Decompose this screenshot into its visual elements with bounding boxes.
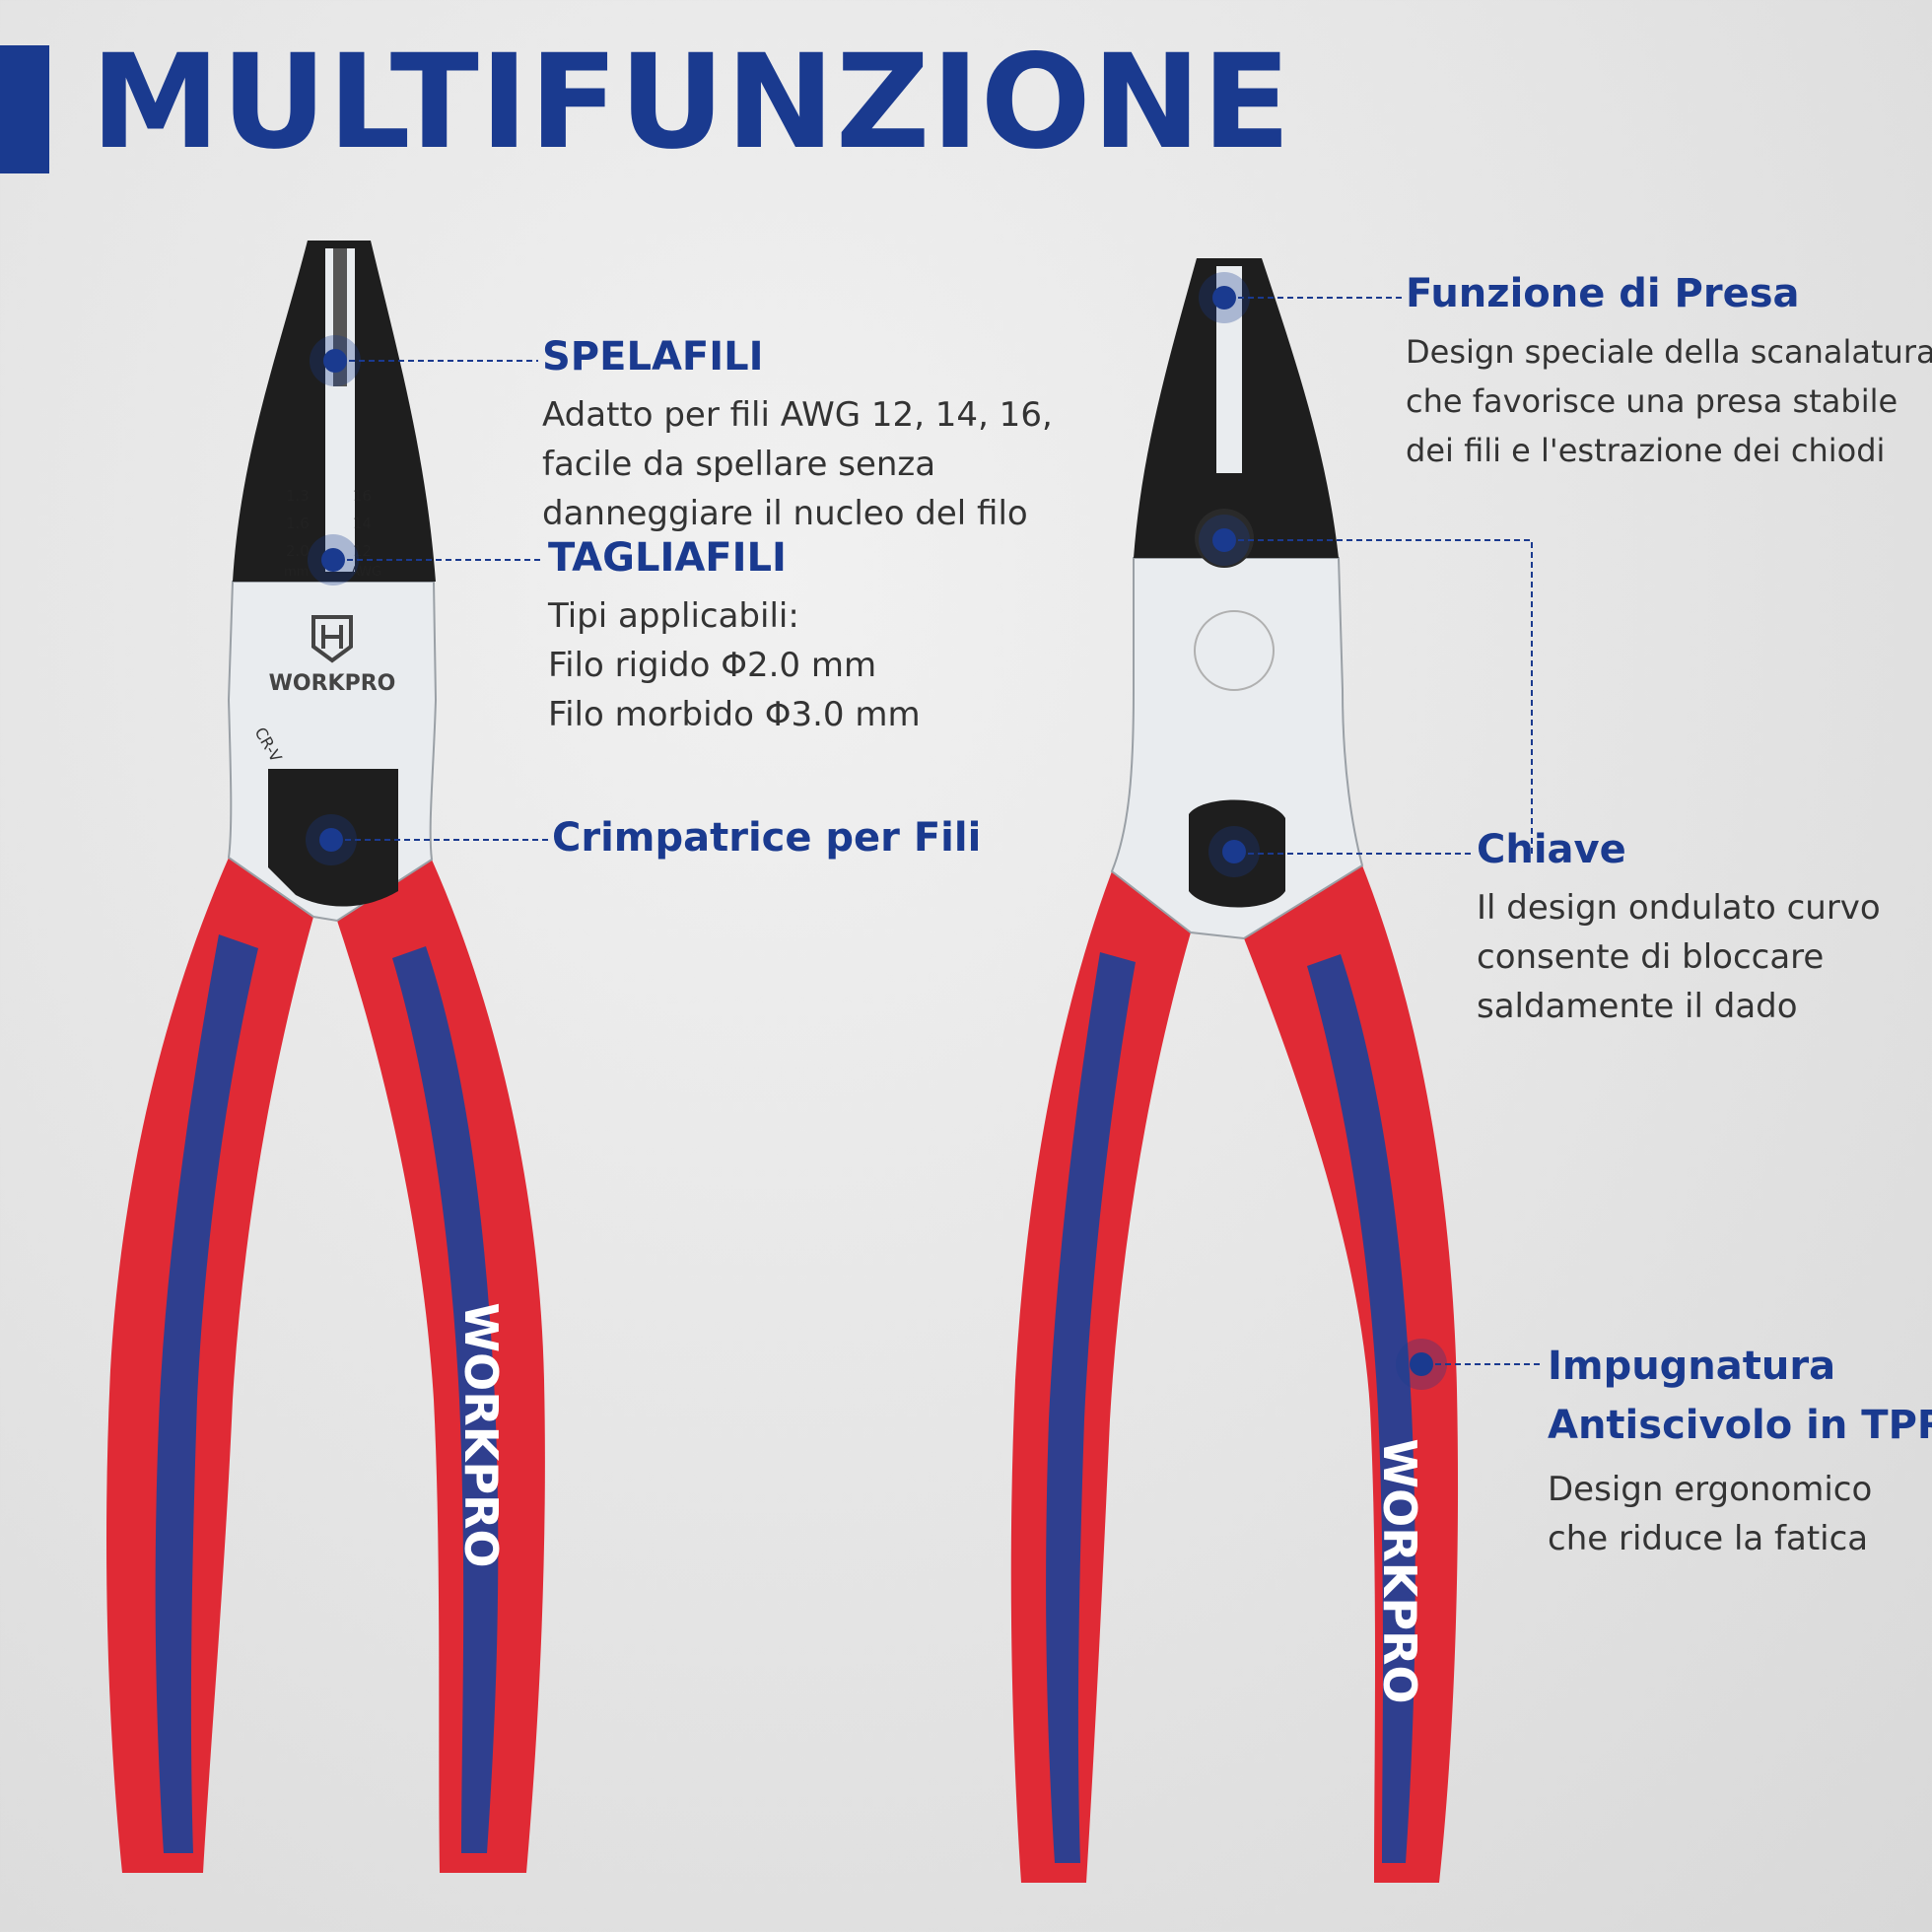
gauge-mm-unit: mm [284, 565, 309, 580]
callout-title-chiave: Chiave [1477, 827, 1626, 872]
marker-impugnatura [1396, 1339, 1544, 1390]
marker-crimpatrice [306, 814, 548, 865]
right-pliers: WORKPRO [1010, 258, 1459, 1883]
callout-title-tagliafili: TAGLIAFILI [548, 535, 787, 581]
callout-text-chiave: Il design ondulato curvo consente di blo… [1477, 888, 1881, 1026]
gauge-mm-3: 2.0 [286, 542, 310, 560]
gauge-awg-3: 12 [353, 542, 372, 560]
marker-chiave [1199, 515, 1533, 877]
workpro-logo-icon [311, 615, 353, 663]
gauge-awg-1: 16 [353, 487, 372, 505]
callout-title-presa: Funzione di Presa [1406, 271, 1800, 316]
left-handle-brand: WORKPRO [454, 1302, 508, 1567]
callout-presa: Funzione di Presa Design speciale della … [1406, 270, 1932, 475]
callout-title-crimpatrice: Crimpatrice per Fili [552, 815, 982, 861]
gauge-awg-unit: AWG [351, 565, 381, 580]
title-accent-bar [0, 45, 49, 173]
marker-presa [1199, 272, 1402, 323]
right-handle-brand: WORKPRO [1373, 1438, 1426, 1703]
callout-spelafili: SPELAFILI Adatto per fili AWG 12, 14, 16… [542, 333, 1053, 538]
right-pliers-steel-body [1110, 557, 1364, 940]
callout-title-spelafili: SPELAFILI [542, 334, 764, 380]
page-title: MULTIFUNZIONE [91, 27, 1292, 178]
callout-markers [306, 272, 1544, 1390]
callout-tagliafili: TAGLIAFILI Tipi applicabili: Filo rigido… [548, 534, 921, 739]
callout-text-presa: Design speciale della scanalatura che fa… [1406, 333, 1932, 469]
marker-tagliafili [308, 534, 544, 586]
callout-crimpatrice: Crimpatrice per Fili [552, 814, 981, 862]
callout-text-impugnatura: Design ergonomico che riduce la fatica [1548, 1470, 1873, 1558]
gauge-mm-1: 1.3 [286, 487, 310, 505]
callout-text-tagliafili: Tipi applicabili: Filo rigido Φ2.0 mm Fi… [548, 596, 921, 734]
gauge-mm-2: 1.6 [286, 515, 310, 532]
callout-impugnatura: Impugnatura Antiscivolo in TPR Design er… [1548, 1337, 1932, 1563]
callout-text-spelafili: Adatto per fili AWG 12, 14, 16, facile d… [542, 395, 1053, 533]
marker-spelafili [310, 335, 538, 386]
gauge-awg-2: 14 [353, 515, 372, 532]
callout-title-impugnatura: Impugnatura Antiscivolo in TPR [1548, 1344, 1932, 1448]
left-pliers: 1.3 1.6 2.0 mm 16 14 12 AWG WORKPRO CR-V… [106, 241, 545, 1873]
left-pliers-brand: WORKPRO [269, 671, 396, 696]
callout-chiave: Chiave Il design ondulato curvo consente… [1477, 826, 1881, 1031]
